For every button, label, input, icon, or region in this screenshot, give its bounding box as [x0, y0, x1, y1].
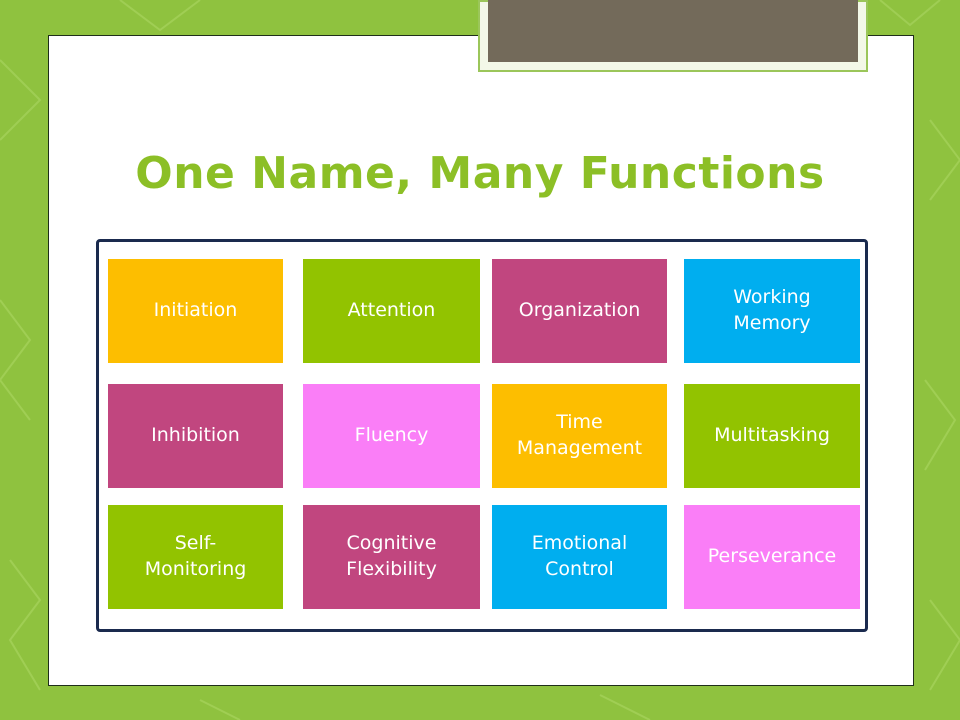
function-tile-emotional-control: Emotional Control	[492, 505, 667, 609]
slide-title: One Name, Many Functions	[135, 148, 825, 199]
function-tile-inhibition: Inhibition	[108, 384, 283, 488]
function-tile-cognitive-flexibility: Cognitive Flexibility	[303, 505, 480, 609]
function-tile-organization: Organization	[492, 259, 667, 363]
function-tile-self-monitoring: Self- Monitoring	[108, 505, 283, 609]
function-tile-perseverance: Perseverance	[684, 505, 860, 609]
function-tile-working-memory: Working Memory	[684, 259, 860, 363]
function-tile-attention: Attention	[303, 259, 480, 363]
function-tile-initiation: Initiation	[108, 259, 283, 363]
header-tab	[488, 0, 858, 62]
function-tile-multitasking: Multitasking	[684, 384, 860, 488]
function-tile-time-management: Time Management	[492, 384, 667, 488]
function-tile-fluency: Fluency	[303, 384, 480, 488]
